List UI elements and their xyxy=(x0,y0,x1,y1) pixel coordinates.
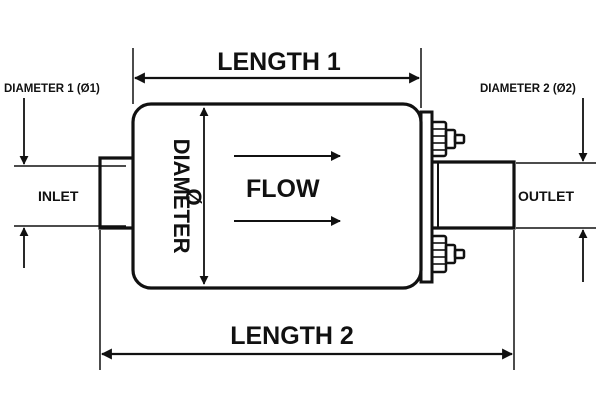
body-diameter-label: DIAMETER xyxy=(169,139,194,254)
inlet-label: INLET xyxy=(38,188,79,204)
flow-label: FLOW xyxy=(246,175,320,203)
pump-outline xyxy=(98,102,516,290)
outlet-label: OUTLET xyxy=(518,188,574,204)
length-1-dimension: LENGTH 1 xyxy=(132,48,422,108)
diameter-1-label: DIAMETER 1 (Ø1) xyxy=(4,83,100,95)
body-diameter-dimension: DIAMETER Ø xyxy=(169,107,209,285)
flow-indicator: FLOW xyxy=(234,151,341,226)
diameter-2-dimension: DIAMETER 2 (Ø2) OUTLET xyxy=(480,83,596,282)
terminal-top xyxy=(430,120,466,158)
diameter-2-label: DIAMETER 2 (Ø2) xyxy=(480,83,576,95)
body-diameter-symbol: Ø xyxy=(181,188,206,205)
inlet-pipe xyxy=(98,156,133,230)
length-2-dimension: LENGTH 2 xyxy=(99,230,515,370)
terminal-bottom xyxy=(430,234,466,274)
outlet-pipe xyxy=(432,160,516,230)
length-2-label: LENGTH 2 xyxy=(230,322,354,350)
diameter-1-dimension: DIAMETER 1 (Ø1) INLET xyxy=(4,83,126,268)
end-cap xyxy=(419,110,434,284)
length-1-label: LENGTH 1 xyxy=(217,48,341,76)
